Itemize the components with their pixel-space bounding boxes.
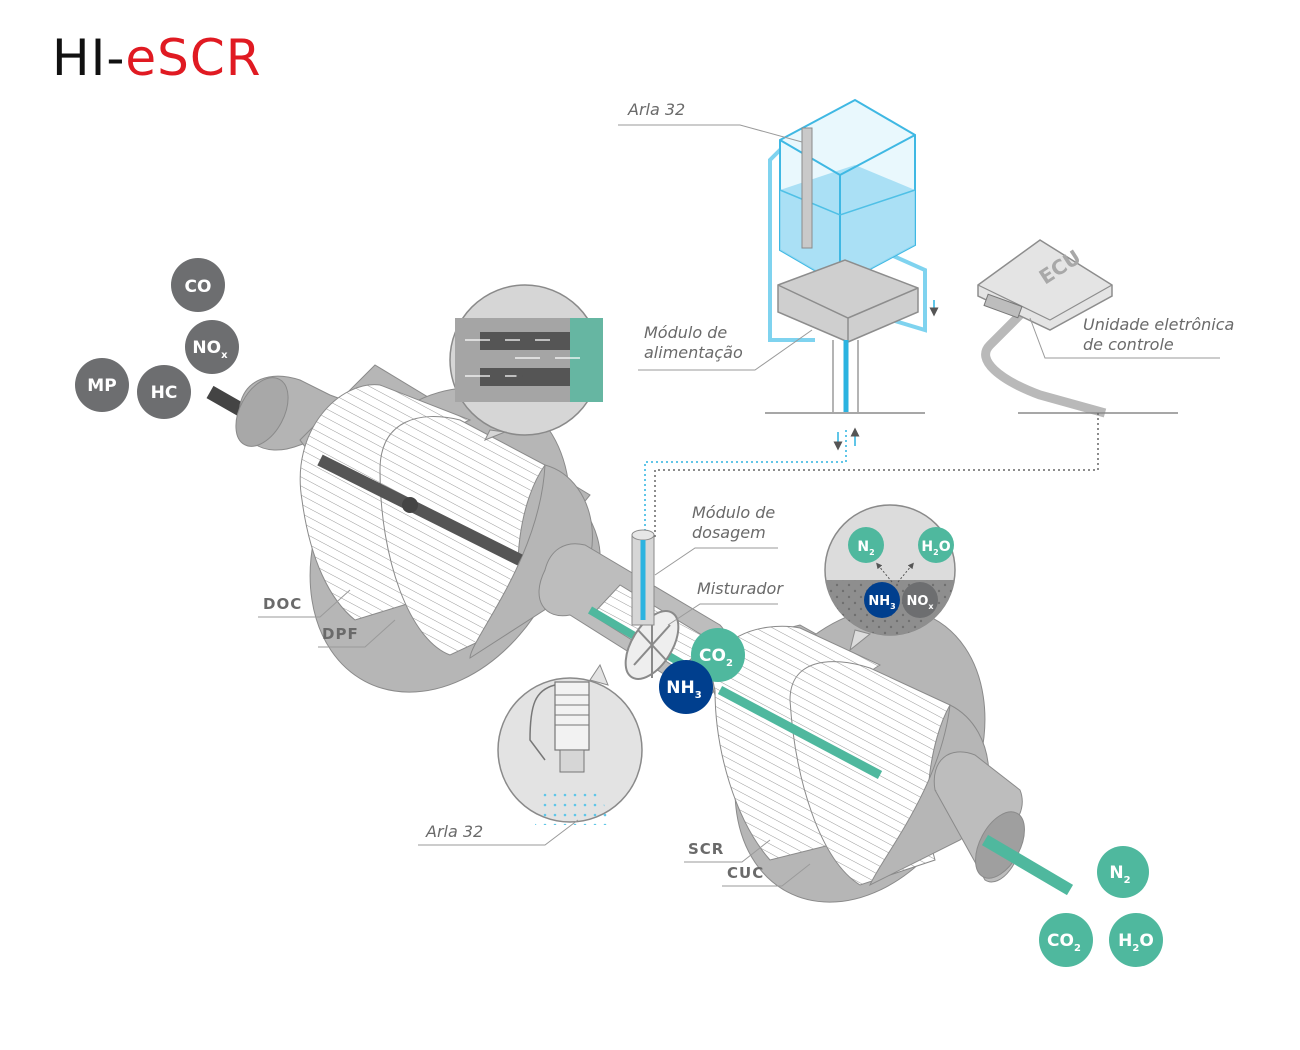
scr-detail-h2o (918, 527, 954, 563)
dpf-detail-bubble (449, 284, 603, 441)
logo-text-red: eSCR (125, 29, 261, 87)
scr-flow (717, 686, 883, 779)
svg-text:N2: N2 (1109, 863, 1130, 886)
label-unidade-1: Unidade eletrônica (1083, 315, 1234, 334)
svg-text:CO2: CO2 (699, 646, 733, 669)
svg-text:HC: HC (151, 383, 178, 403)
arla-tank-fluid (780, 165, 915, 285)
label-modulo-dosagem-2: dosagem (692, 523, 766, 542)
scr-cuc-unit (699, 607, 1074, 903)
svg-text:NOx: NOx (906, 594, 934, 611)
doc-dpf-unit (235, 364, 601, 693)
label-modulo-alimentacao-2: alimentação (644, 343, 743, 362)
svg-text:MP: MP (87, 376, 116, 396)
label-cuc: CUC (727, 864, 764, 882)
injector-detail-bubble (497, 663, 643, 825)
ecu-dotted-line (654, 413, 1099, 540)
scr-detail-bubble: N2 H2O NH3 NOx (824, 504, 956, 652)
label-modulo-dosagem-1: Módulo de (692, 503, 775, 522)
molecule-h2o-out (1109, 913, 1163, 967)
label-arla-bottom: Arla 32 (425, 822, 483, 841)
molecule-nh3 (659, 660, 713, 714)
label-dpf: DPF (322, 625, 359, 643)
tank-level-probe (801, 127, 813, 249)
feed-module (777, 259, 919, 343)
svg-text:N2: N2 (857, 539, 874, 557)
dosing-feed-dotted-line (644, 430, 847, 540)
svg-text:HI-eSCR: HI-eSCR (52, 29, 262, 87)
molecule-co (171, 258, 225, 312)
molecule-hc (137, 365, 191, 419)
labels: Arla 32 Módulo de alimentação Unidade el… (258, 100, 1234, 887)
ecu-unit: ECU (977, 239, 1178, 418)
outlet-flow (981, 834, 1074, 896)
injector (554, 681, 590, 751)
doc-flow (317, 454, 523, 566)
svg-text:H2O: H2O (921, 539, 950, 557)
label-doc: DOC (263, 595, 302, 613)
svg-text:NH3: NH3 (666, 678, 701, 701)
arla-spray (535, 790, 610, 825)
outlet-molecules: N2 CO2 H2O (1039, 846, 1163, 967)
ecu-cable (981, 311, 1107, 418)
label-scr: SCR (688, 840, 724, 858)
svg-text:CO: CO (185, 277, 212, 297)
mixer-molecules: CO2 NH3 (659, 628, 745, 714)
svg-text:NH3: NH3 (868, 594, 895, 611)
logo-text-black: HI- (52, 29, 125, 87)
logo: HI-eSCR (52, 29, 262, 87)
scr-detail-n2 (848, 527, 884, 563)
inlet-molecules: CO NOx MP HC (75, 258, 239, 419)
label-unidade-2: de controle (1083, 335, 1174, 354)
scr-detail-nh3 (864, 582, 900, 618)
tank-feed-pipe-right (879, 248, 927, 333)
svg-text:CO2: CO2 (1047, 931, 1081, 954)
label-arla-top: Arla 32 (627, 100, 685, 119)
molecule-n2-out (1097, 846, 1149, 898)
molecule-nox (185, 320, 239, 374)
label-modulo-alimentacao-1: Módulo de (644, 323, 727, 342)
molecule-co2-out (1039, 913, 1093, 967)
label-misturador: Misturador (697, 579, 784, 598)
molecule-mp (75, 358, 129, 412)
scr-detail-nox (902, 582, 938, 618)
svg-text:H2O: H2O (1118, 931, 1154, 954)
svg-text:NOx: NOx (192, 338, 228, 361)
arla-tank-assembly (765, 98, 939, 451)
